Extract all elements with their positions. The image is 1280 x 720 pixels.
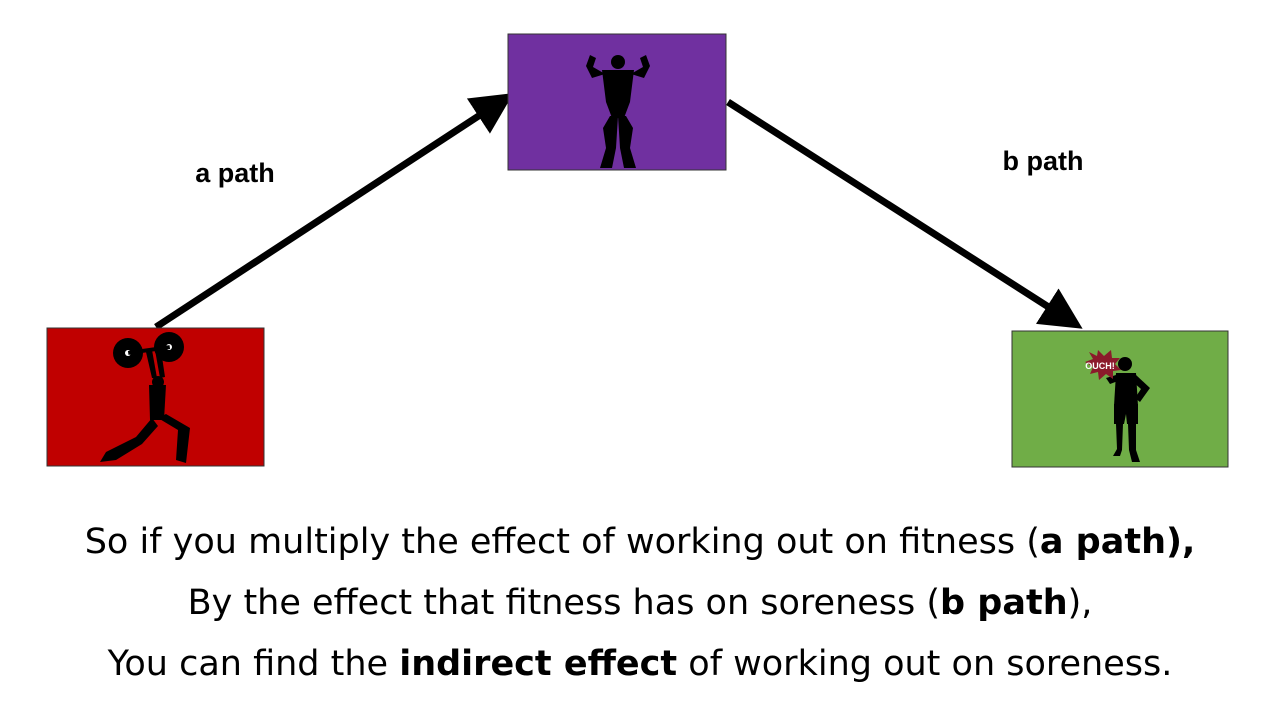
explanation-caption: So if you multiply the effect of working… [0,512,1280,695]
a-path-arrow [154,93,514,330]
caption-b-path-bold: b path [940,583,1068,623]
caption-line-2: By the effect that fitness has on sorene… [0,573,1280,634]
ouch-burst-icon: OUCH! [1085,350,1121,380]
sore-athlete-silhouette-icon [1106,357,1150,462]
caption-line-2-end: ), [1067,583,1093,623]
caption-a-path-bold: a path), [1039,522,1196,562]
a-path-label: a path [195,158,275,188]
caption-line-3-text: You can find the [107,644,400,684]
b-path-label: b path [1003,146,1084,176]
working-out-box [46,327,265,467]
ouch-label: OUCH! [1085,361,1115,371]
fitness-box [507,33,727,171]
caption-line-3: You can find the indirect effect of work… [0,634,1280,695]
mediation-diagram: OUCH! a path b path [46,33,1229,468]
weightlifter-silhouette-icon [100,332,190,463]
caption-line-1: So if you multiply the effect of working… [0,512,1280,573]
caption-indirect-effect-bold: indirect effect [399,644,678,684]
soreness-box: OUCH! [1011,330,1229,468]
b-path-arrow [726,99,1083,329]
caption-line-2-text: By the effect that fitness has on sorene… [187,583,941,623]
caption-line-3-end: of working out on soreness. [677,644,1173,684]
caption-line-1-text: So if you multiply the effect of working… [84,522,1040,562]
bodybuilder-silhouette-icon [586,55,650,168]
